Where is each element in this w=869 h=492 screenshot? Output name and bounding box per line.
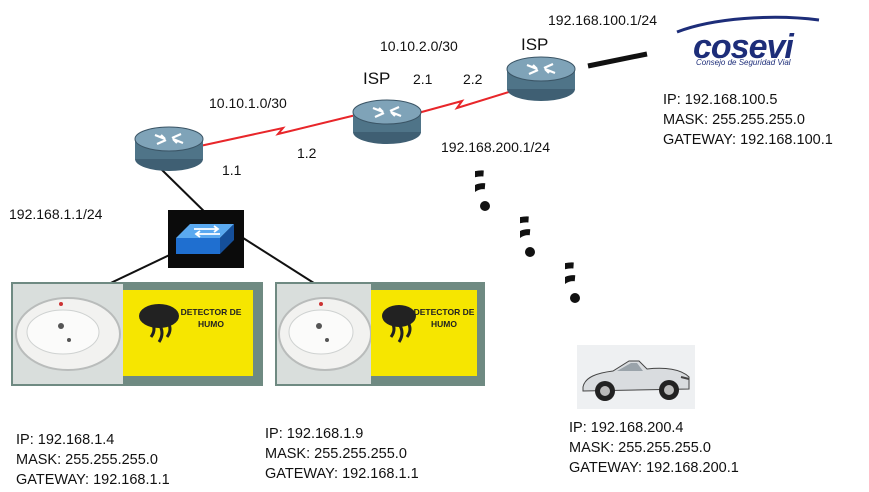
router-1-icon[interactable]: [133, 125, 205, 173]
router-2-label: ISP: [363, 69, 391, 88]
logo-subtitle: Consejo de Seguridad Vial: [696, 58, 791, 67]
server-gateway: GATEWAY: 192.168.100.1: [663, 132, 833, 148]
interface-2-1-label: 2.1: [413, 71, 433, 87]
wifi-signal-icon: [565, 260, 580, 303]
server-mask: MASK: 255.255.255.0: [663, 112, 805, 128]
car-info: IP: 192.168.200.4 MASK: 255.255.255.0 GA…: [569, 418, 739, 478]
cosevi-logo: cosevi Consejo de Seguridad Vial: [673, 14, 823, 70]
car-image[interactable]: [577, 345, 695, 409]
detector-1-ip: IP: 192.168.1.4: [16, 432, 115, 448]
detector-1-mask: MASK: 255.255.255.0: [16, 452, 158, 468]
wifi-signal-icon: [475, 168, 490, 211]
interface-2-2-label: 2.2: [463, 71, 483, 87]
car-ip: IP: 192.168.200.4: [569, 420, 684, 436]
server-info: IP: 192.168.100.5 MASK: 255.255.255.0 GA…: [663, 90, 833, 150]
detector-2-sign-text: DETECTOR DE HUMO: [413, 307, 475, 329]
ethernet-link-r3-server: [587, 51, 648, 69]
interface-1-1-label: 1.1: [222, 162, 242, 178]
car-gateway: GATEWAY: 192.168.200.1: [569, 460, 739, 476]
smoke-detector-2-image[interactable]: [275, 282, 485, 386]
car-mask: MASK: 255.255.255.0: [569, 440, 711, 456]
switch-icon[interactable]: [168, 210, 244, 268]
network-wifi-label: 192.168.200.1/24: [441, 139, 550, 155]
serial-link-r1-r2: [199, 114, 357, 147]
server-ip: IP: 192.168.100.5: [663, 92, 778, 108]
router-3-label: ISP: [521, 35, 549, 54]
detector-2-ip: IP: 192.168.1.9: [265, 426, 364, 442]
detector-1-info: IP: 192.168.1.4 MASK: 255.255.255.0 GATE…: [16, 430, 170, 490]
network-lan-top-label: 192.168.100.1/24: [548, 12, 657, 28]
wifi-signal-icon: [520, 214, 535, 257]
detector-1-sign-text: DETECTOR DE HUMO: [180, 307, 242, 329]
detector-2-mask: MASK: 255.255.255.0: [265, 446, 407, 462]
detector-2-gateway: GATEWAY: 192.168.1.1: [265, 466, 419, 482]
detector-1-gateway: GATEWAY: 192.168.1.1: [16, 472, 170, 488]
serial-link-r2-r3: [417, 91, 510, 114]
network-wan1-label: 10.10.1.0/30: [209, 95, 287, 111]
smoke-detector-1-image[interactable]: [11, 282, 263, 386]
network-wan2-label: 10.10.2.0/30: [380, 38, 458, 54]
router-3-icon[interactable]: [505, 55, 577, 103]
logo-swoosh: [676, 15, 820, 34]
logo-name: cosevi: [693, 28, 794, 66]
interface-1-2-label: 1.2: [297, 145, 317, 161]
network-lan-left-label: 192.168.1.1/24: [9, 206, 103, 222]
router-2-icon[interactable]: [351, 98, 423, 146]
detector-2-info: IP: 192.168.1.9 MASK: 255.255.255.0 GATE…: [265, 424, 419, 484]
